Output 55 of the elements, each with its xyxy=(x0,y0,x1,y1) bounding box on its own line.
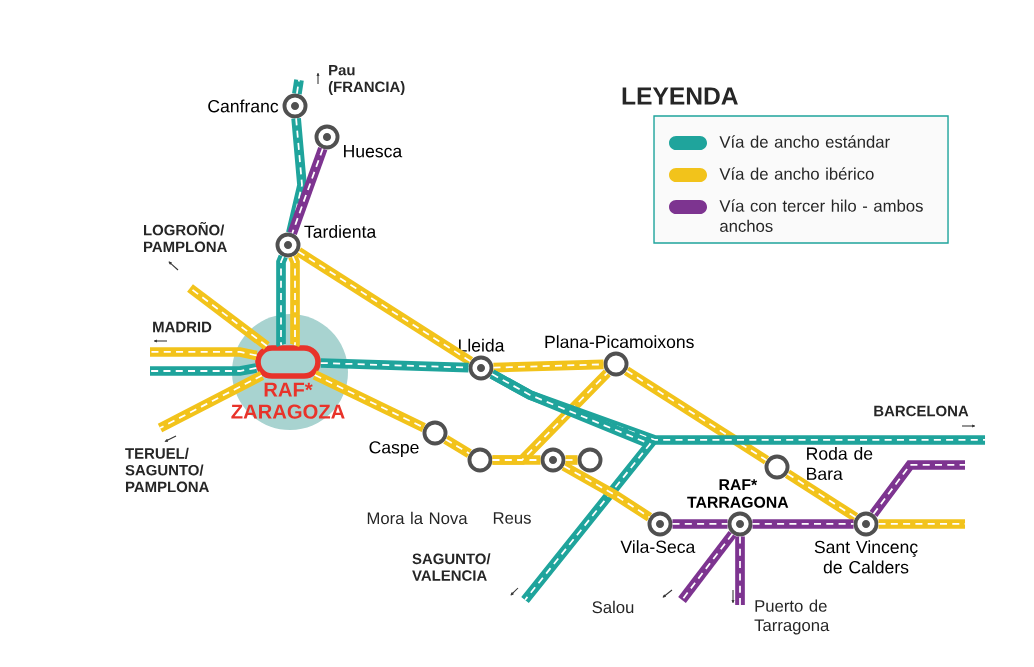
destination-label: LOGROÑO/ PAMPLONA xyxy=(144,221,227,253)
rail-line xyxy=(877,519,966,529)
rail-line xyxy=(149,363,258,376)
town-label: Reus xyxy=(493,512,531,524)
node-label: Sant Vincenç de Calders xyxy=(814,540,918,574)
town-label: Mora la Nova xyxy=(367,511,468,525)
node-label: Tardienta xyxy=(304,224,377,238)
rail-line xyxy=(292,79,304,95)
hub-ring: RAF* ZARAGOZA xyxy=(231,345,345,419)
node-label: Vila-Seca xyxy=(620,540,696,554)
rail-line xyxy=(276,254,288,349)
node-label: Lleida xyxy=(458,338,505,352)
rail-line xyxy=(671,519,729,529)
rail-line xyxy=(287,147,328,235)
town-label: Salou xyxy=(592,600,634,614)
destination-label: SAGUNTO/ VALENCIA xyxy=(412,553,491,581)
rail-line xyxy=(678,531,737,603)
station-circle xyxy=(540,447,566,473)
rail-line xyxy=(784,469,859,522)
node-label: Canfranc xyxy=(208,99,279,113)
rail-line xyxy=(295,247,474,366)
rail-line xyxy=(491,369,611,465)
rail-line xyxy=(623,366,770,465)
rail-line xyxy=(286,117,307,234)
node-label: Huesca xyxy=(344,145,403,158)
rail-line xyxy=(157,371,265,433)
node-label: Caspe xyxy=(369,441,419,458)
destination-label: BARCELONA xyxy=(874,405,969,417)
rail-line xyxy=(492,359,605,373)
legend-text: Vía con tercer hilo - ambos anchos xyxy=(719,199,923,232)
legend-text: Vía de ancho ibérico xyxy=(719,167,874,180)
rail-line xyxy=(561,461,653,522)
rail-line xyxy=(312,370,426,432)
rail-line xyxy=(319,358,470,373)
rail-line xyxy=(869,460,966,517)
rail-line xyxy=(564,455,579,465)
station-circle xyxy=(577,447,603,473)
rail-line xyxy=(751,519,855,529)
legend-heading: LEYENDA xyxy=(622,87,738,105)
town-label: Puerto de Tarragona xyxy=(754,599,830,635)
rail-line xyxy=(149,347,258,361)
rail-line xyxy=(443,435,472,458)
node-label: Roda de Bara xyxy=(807,446,873,481)
rail-line xyxy=(288,254,300,349)
rail-line xyxy=(489,369,658,604)
destination-label: TERUEL/ SAGUNTO/ PAMPLONA xyxy=(125,447,209,493)
destination-label: Pau (FRANCIA) xyxy=(328,64,405,95)
node-label: RAF* TARRAGONA xyxy=(687,479,789,508)
node-label: RAF* ZARAGOZA xyxy=(231,382,345,419)
station-circle xyxy=(467,447,493,473)
legend-text: Vía de ancho estándar xyxy=(719,135,890,148)
rail-line xyxy=(187,284,270,350)
rail-line xyxy=(735,535,745,606)
node-label: Plana-Picamoixons xyxy=(545,335,694,349)
destination-label: MADRID xyxy=(153,321,212,333)
